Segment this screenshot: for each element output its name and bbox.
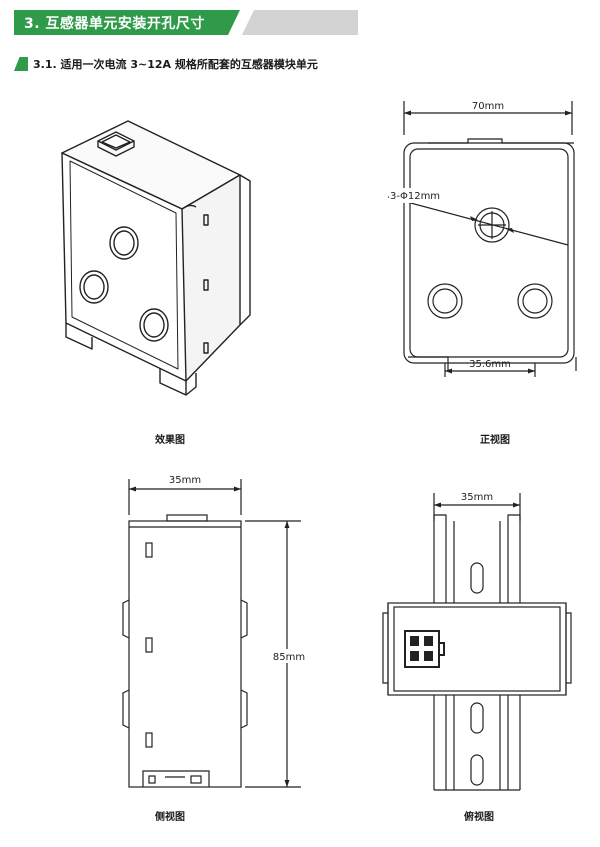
subsection-title: 3.1. 适用一次电流 3~12A 规格所配套的互感器模块单元 [33, 58, 318, 71]
hole-spacing-label: 35.6mm [469, 359, 511, 370]
top-width-label: 35mm [461, 492, 493, 503]
caption-effect-view: 效果图 [155, 435, 185, 446]
top-view-drawing: 35mm [382, 492, 572, 791]
front-view-drawing: 70mm 3-Φ12mm 35.6mm [388, 101, 577, 377]
caption-side-view: 侧视图 [155, 812, 185, 823]
caption-top-view: 俯视图 [464, 812, 494, 823]
header-title: 3. 互感器单元安装开孔尺寸 [24, 16, 205, 32]
header-gray-bar [242, 10, 358, 35]
header-green-bar [14, 10, 240, 35]
side-width-label: 35mm [169, 475, 201, 486]
subsection-marker [14, 57, 28, 71]
section-header: 3. 互感器单元安装开孔尺寸 [14, 10, 358, 35]
side-height-label: 85mm [273, 652, 305, 663]
effect-view-drawing [61, 120, 251, 396]
hole-diameter-label: 3-Φ12mm [390, 191, 440, 202]
side-view-drawing: 35mm 85mm [122, 475, 305, 788]
caption-front-view: 正视图 [480, 435, 510, 446]
front-width-label: 70mm [472, 101, 504, 112]
